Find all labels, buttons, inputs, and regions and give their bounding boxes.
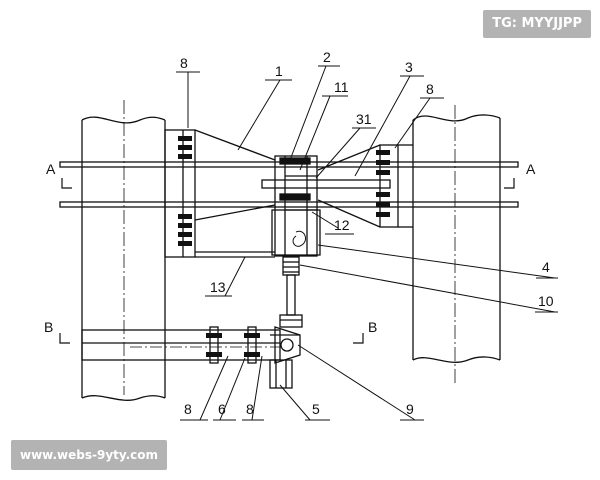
part-label-5: 5 (312, 401, 320, 417)
part-label-4: 4 (542, 259, 550, 275)
bolts (178, 136, 390, 357)
left-column (81, 100, 166, 401)
part-label-8-top-left: 8 (180, 55, 188, 71)
part-label-13: 13 (210, 279, 226, 295)
part-label-12: 12 (334, 217, 350, 233)
vertical-link (279, 256, 303, 328)
central-hub (271, 155, 321, 257)
watermark-bottom-left: www.webs-9yty.com (11, 440, 168, 470)
part-label-11: 11 (334, 79, 349, 95)
section-label-b-right: B (368, 319, 377, 335)
section-marks (59, 178, 515, 344)
part-label-6: 6 (218, 401, 226, 417)
section-label-b-left: B (44, 319, 53, 335)
right-clamp-bracket (317, 144, 413, 228)
part-label-10: 10 (538, 293, 554, 309)
watermark-top-right: TG: MYYJJPP (483, 10, 591, 38)
section-label-a-left: A (46, 161, 56, 177)
part-label-8-top-right: 8 (426, 81, 434, 97)
tie-rods (59, 161, 519, 208)
right-column (412, 105, 501, 385)
part-label-2: 2 (323, 49, 331, 65)
lower-beam (81, 326, 301, 389)
leader-lines (176, 65, 558, 421)
part-label-1: 1 (275, 63, 283, 79)
part-label-31: 31 (356, 111, 372, 127)
part-label-9: 9 (406, 401, 414, 417)
part-label-8-bottom-right: 8 (246, 401, 254, 417)
part-label-8-bottom-left: 8 (184, 401, 192, 417)
part-label-3: 3 (405, 59, 413, 75)
section-label-a-right: A (526, 161, 536, 177)
